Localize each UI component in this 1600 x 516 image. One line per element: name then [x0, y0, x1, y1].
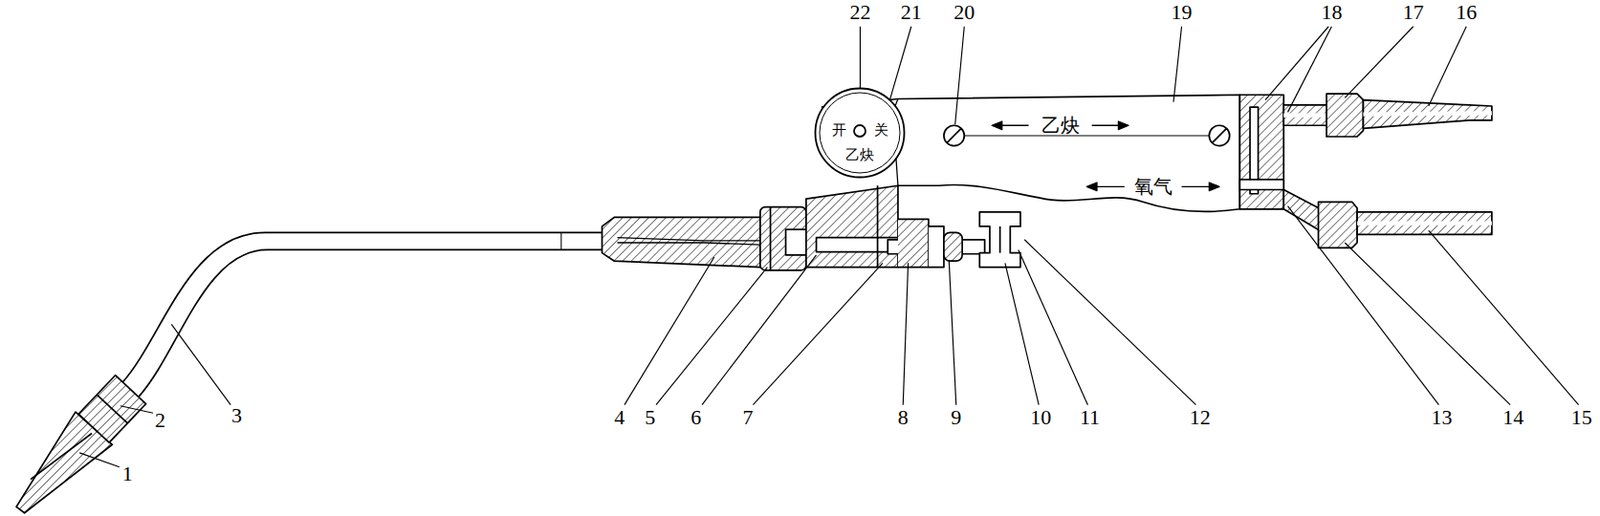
- dial-outline: [813, 87, 906, 179]
- callout-number: 13: [1429, 407, 1455, 429]
- dial-text: 关: [874, 122, 889, 137]
- dial-text: 开: [832, 122, 847, 137]
- flow-label: 氧气: [1132, 176, 1175, 197]
- callout-number: 18: [1318, 1, 1344, 23]
- callout-number: 4: [612, 407, 627, 429]
- flow-label: 乙炔: [1039, 115, 1082, 135]
- callout-number: 21: [898, 1, 924, 23]
- callout-number: 15: [1569, 407, 1595, 429]
- callout-number: 7: [741, 407, 756, 429]
- callout-number: 3: [229, 405, 244, 427]
- callout-number: 2: [153, 410, 168, 432]
- dial-text: 乙炔: [845, 147, 875, 162]
- callout-number: 6: [688, 407, 703, 429]
- callout-number: 9: [948, 407, 964, 429]
- callout-number: 1: [120, 463, 135, 485]
- callout-number: 17: [1401, 1, 1426, 23]
- callout-number: 8: [896, 407, 911, 429]
- callout-number: 5: [642, 407, 658, 429]
- callout-number: 11: [1077, 407, 1102, 429]
- callout-number: 22: [847, 1, 873, 23]
- callout-number: 14: [1500, 407, 1526, 429]
- valve-dial: 开 关乙炔: [813, 87, 906, 179]
- callout-number: 19: [1169, 1, 1195, 23]
- callout-number: 16: [1453, 1, 1479, 23]
- callout-number: 20: [951, 1, 977, 23]
- callout-number: 12: [1187, 407, 1213, 429]
- callout-number: 10: [1028, 407, 1053, 429]
